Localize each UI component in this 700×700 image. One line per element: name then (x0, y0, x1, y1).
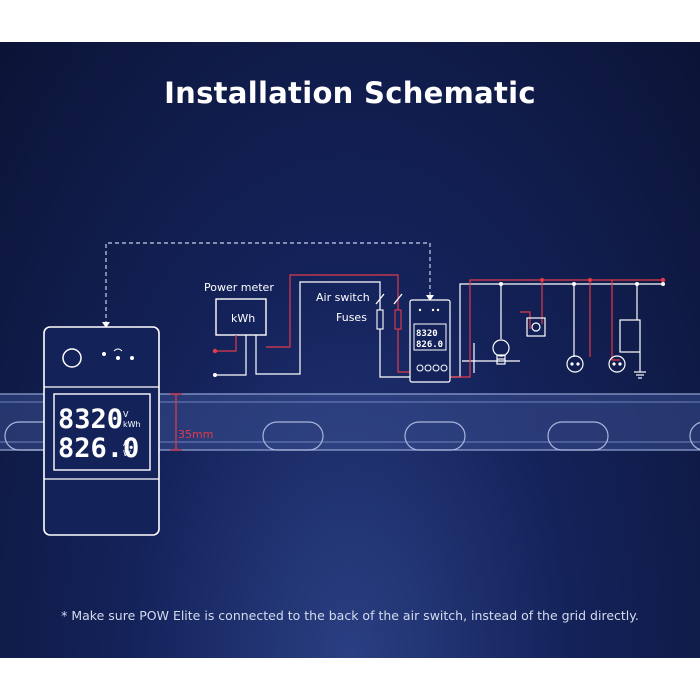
lcd-top-reading: 8320 (58, 404, 123, 435)
rail-slot (404, 421, 466, 451)
lcd-bottom-reading: 826.0 (58, 433, 139, 464)
junction-dot (212, 348, 218, 354)
power-socket-icon (566, 355, 584, 373)
junction-dot (499, 282, 503, 286)
grounded-socket-icon (608, 319, 646, 379)
junction-dot (572, 282, 576, 286)
power-button-icon (62, 348, 82, 368)
mini-lcd-top-reading: 8320 (416, 329, 438, 339)
junction-dot (540, 278, 544, 282)
rail-height-label: 35mm (178, 428, 213, 441)
junction-dot (661, 282, 665, 286)
air-switch-icon (375, 293, 403, 305)
pow-elite-device: 8320 V kWh 826.0 A W (43, 326, 160, 536)
power-meter-label: Power meter (204, 281, 274, 294)
lcd-top-unit-2: kWh (123, 420, 141, 429)
page-title: Installation Schematic (164, 76, 536, 110)
callout-arrow-icon (426, 295, 434, 301)
junction-dot (213, 373, 217, 377)
fuse-icon (376, 309, 384, 330)
light-bulb-icon (492, 339, 510, 365)
rail-dimension: 35mm (170, 393, 213, 451)
rail-slot (547, 421, 609, 451)
junction-dot (588, 278, 592, 282)
lcd-screen (53, 393, 151, 471)
wifi-icon (113, 348, 123, 352)
installation-note: * Make sure POW Elite is connected to th… (61, 608, 639, 623)
lcd-top-unit-1: V (123, 410, 129, 419)
fuse-icon (394, 309, 402, 330)
led-indicator-icon (116, 356, 120, 360)
schematic-panel: Installation Schematic 35mm (0, 42, 700, 658)
power-meter-box (215, 298, 267, 336)
callout-arrow-icon (102, 322, 110, 328)
mini-lcd-bottom-reading: 826.0 (416, 340, 443, 350)
mini-pow-elite-device: 8320 826.0 (409, 299, 451, 383)
rail-slot (689, 421, 700, 451)
lcd-bottom-unit-2: W (123, 449, 131, 458)
power-meter-kwh: kWh (231, 312, 255, 325)
junction-dot (660, 277, 666, 283)
installation-diagram: 35mm 8320 V kWh 826.0 A W Power meter kW… (0, 242, 700, 536)
led-indicator-icon (102, 352, 106, 356)
junction-dot (635, 282, 639, 286)
rail-slot (262, 421, 324, 451)
led-indicator-icon (130, 356, 134, 360)
wall-switch-icon (526, 317, 546, 337)
lcd-bottom-unit-1: A (123, 439, 129, 448)
air-switch-label: Air switch (316, 291, 370, 304)
live-wiring (215, 274, 664, 378)
fuses-label: Fuses (336, 311, 367, 324)
